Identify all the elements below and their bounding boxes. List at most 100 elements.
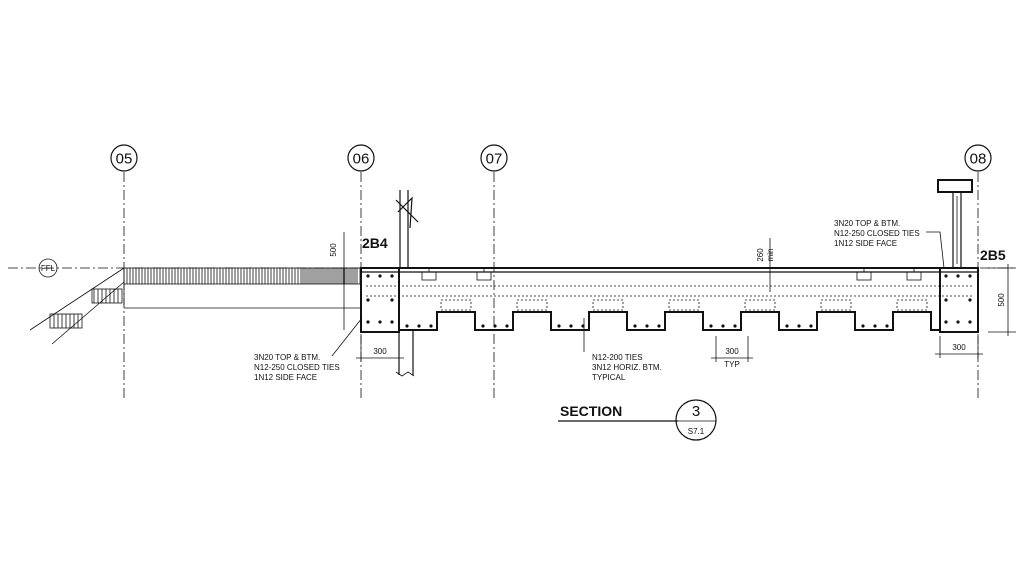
rebar-dot [733,324,737,328]
rebar-dot [505,324,509,328]
slab-strip [123,267,361,309]
note-left: 3N20 TOP & BTM. N12-250 CLOSED TIES 1N12… [254,317,363,382]
note-right-line-3: 1N12 SIDE FACE [834,239,897,248]
grid-bubble-06[interactable]: 06 [347,144,375,172]
dim-300-left: 300 [356,336,404,362]
grid-label-06: 06 [353,151,370,168]
section-title: SECTION 3 S7.1 [558,399,717,441]
note-right-line-1: 3N20 TOP & BTM. [834,219,900,228]
dim-500-top: 500 [329,232,348,330]
rebar-dot [657,324,661,328]
rebar-dot [378,320,382,324]
rebar-dot [944,298,948,302]
dim-300-right-label: 300 [952,343,966,352]
dim-260-suffix: min [766,249,775,262]
grid-label-07: 07 [486,151,503,168]
note-middle: N12-200 TIES 3N12 HORIZ. BTM. TYPICAL [583,318,662,382]
note-middle-line-1: N12-200 TIES [592,353,643,362]
rebar-dot [405,324,409,328]
gridlines [123,172,979,398]
dim-300-mid: 300 TYP [711,336,753,369]
beam-section [360,267,979,333]
rebar-dot [366,320,370,324]
rebar-dot [417,324,421,328]
rebar-dot [569,324,573,328]
dim-300-left-label: 300 [373,347,387,356]
stair-structure [29,267,125,345]
dim-260: 260 min [756,238,775,292]
ffl-marker: FFL [38,258,58,278]
rebar-dot [721,324,725,328]
rebar-dot [956,274,960,278]
rebar-dot [873,324,877,328]
rebar-dot [968,274,972,278]
void-former [896,299,928,311]
dim-300-mid-label: 300 [725,347,739,356]
grid-bubble-07[interactable]: 07 [480,144,508,172]
section-sheet-ref: S7.1 [688,427,705,436]
void-former [440,299,472,311]
dim-260-value: 260 [756,248,765,262]
note-middle-line-2: 3N12 HORIZ. BTM. [592,363,662,372]
upper-post [395,190,419,268]
slab-hatch [126,268,358,284]
note-right: 3N20 TOP & BTM. N12-250 CLOSED TIES 1N12… [834,219,945,269]
note-left-line-2: N12-250 CLOSED TIES [254,363,340,372]
rebar-dot [366,274,370,278]
rebar-dot [390,298,394,302]
void-formers [440,299,928,311]
slab-fitting [856,271,872,281]
rebar-dot [633,324,637,328]
rebar-dot [885,324,889,328]
rebar-dot [481,324,485,328]
ffl-label: FFL [41,264,56,273]
rebar-dot [378,274,382,278]
grid-label-08: 08 [970,151,987,168]
rebar-dot [709,324,713,328]
void-former [592,299,624,311]
grid-bubble-08[interactable]: 08 [964,144,992,172]
void-former [820,299,852,311]
note-left-line-3: 1N12 SIDE FACE [254,373,317,382]
rebar-dot [809,324,813,328]
rebar-dot [366,298,370,302]
dim-300-right: 300 [935,336,983,358]
rebar-dot [944,320,948,324]
rebar-dot [390,320,394,324]
rebar-dot [956,320,960,324]
section-title-text: SECTION [560,403,622,419]
edge-beam-2b4 [360,267,400,333]
void-former [516,299,548,311]
dim-500-right: 500 [988,264,1016,336]
rebar-dot [968,320,972,324]
rebar-dot [968,298,972,302]
top-fittings [421,268,922,281]
note-middle-line-3: TYPICAL [592,373,626,382]
rebar-dot [557,324,561,328]
rebar-dot [493,324,497,328]
note-left-line-1: 3N20 TOP & BTM. [254,353,320,362]
note-right-line-2: N12-250 CLOSED TIES [834,229,920,238]
dim-500-top-label: 500 [329,243,338,257]
waffle-profile [399,311,940,331]
beam-tag-2b5: 2B5 [980,247,1006,263]
void-former [668,299,700,311]
slab-fitting [906,271,922,281]
rebar-dot [797,324,801,328]
rebar-dots [366,274,972,328]
dim-500-right-label: 500 [997,293,1006,307]
dim-300-mid-note: TYP [724,360,740,369]
slab-fitting [476,271,492,281]
section-number: 3 [692,403,700,420]
grid-bubble-05[interactable]: 05 [110,144,138,172]
rebar-dot [429,324,433,328]
rebar-dot [785,324,789,328]
rebar-dot [390,274,394,278]
rebar-dot [944,274,948,278]
beam-tag-2b4: 2B4 [362,235,388,251]
grid-label-05: 05 [116,151,133,168]
rebar-dot [861,324,865,328]
post-08 [937,179,973,269]
rebar-dot [645,324,649,328]
